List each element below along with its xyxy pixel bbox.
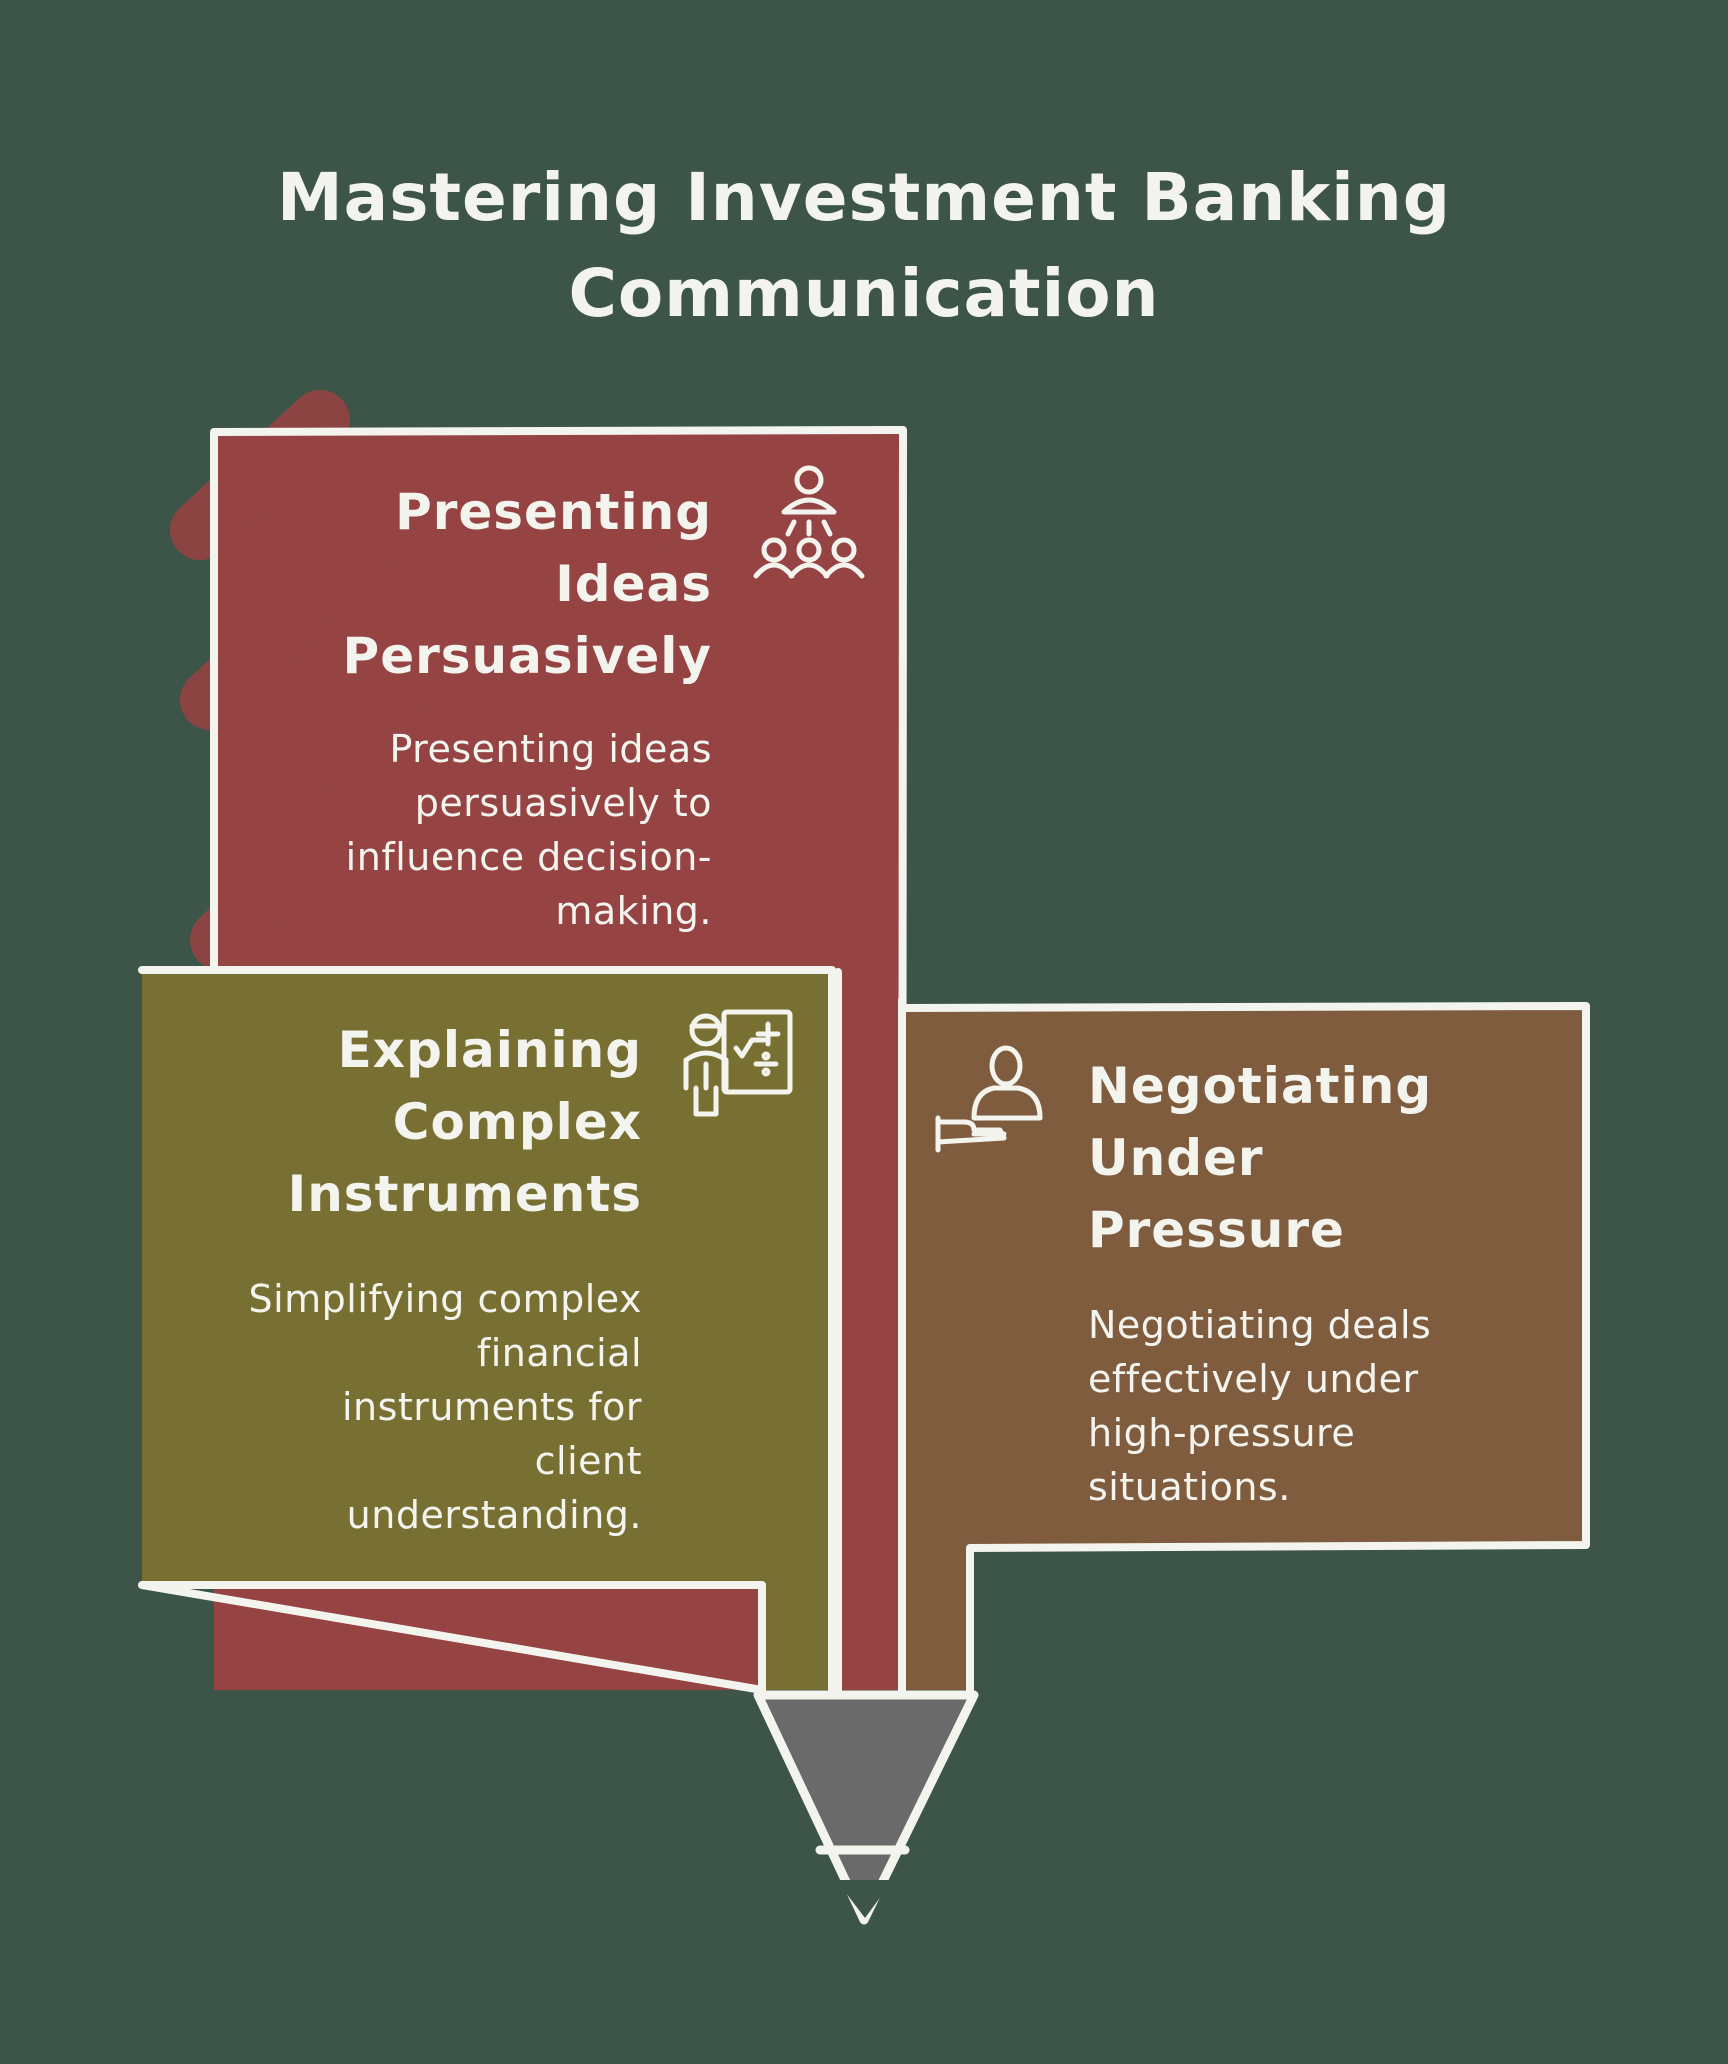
section-negotiating-block — [898, 1002, 1590, 1694]
section-presenting-description: Presenting ideas persuasively to influen… — [260, 722, 712, 938]
title-line-1: Mastering Investment Banking — [277, 159, 1451, 236]
section-explaining-heading: Explaining Complex Instruments — [190, 1014, 642, 1230]
heading-line: Under — [1088, 1129, 1264, 1187]
section-negotiating-heading: Negotiating Under Pressure — [1088, 1050, 1568, 1266]
description-line: understanding. — [346, 1493, 642, 1537]
description-line: high-pressure — [1088, 1411, 1356, 1455]
section-negotiating-description: Negotiating deals effectively under high… — [1088, 1298, 1568, 1514]
description-line: influence decision- — [345, 835, 712, 879]
hand-offering-person-icon — [935, 1045, 1043, 1153]
description-line: Negotiating deals — [1088, 1303, 1432, 1347]
teacher-whiteboard-icon — [683, 1009, 793, 1117]
description-line: Simplifying complex — [248, 1277, 642, 1321]
section-presenting-heading: Presenting Ideas Persuasively — [260, 476, 712, 692]
section-explaining-description: Simplifying complex financial instrument… — [190, 1272, 642, 1542]
description-line: situations. — [1088, 1465, 1291, 1509]
description-line: financial — [476, 1331, 642, 1375]
heading-line: Negotiating — [1088, 1057, 1433, 1115]
heading-line: Instruments — [287, 1165, 642, 1223]
heading-line: Pressure — [1088, 1201, 1345, 1259]
page-title: Mastering Investment Banking Communicati… — [0, 150, 1728, 342]
description-line: instruments for — [341, 1385, 642, 1429]
description-line: making. — [555, 889, 712, 933]
description-line: Presenting ideas — [389, 727, 712, 771]
heading-line: Complex — [392, 1093, 642, 1151]
presenter-audience-icon — [753, 465, 865, 579]
description-line: persuasively to — [414, 781, 712, 825]
pencil-tip — [753, 1690, 979, 1925]
title-line-2: Communication — [568, 255, 1160, 332]
heading-line: Explaining — [337, 1021, 642, 1079]
heading-line: Ideas — [555, 555, 712, 613]
heading-line: Presenting — [395, 483, 712, 541]
description-line: client — [534, 1439, 642, 1483]
heading-line: Persuasively — [342, 627, 712, 685]
description-line: effectively under — [1088, 1357, 1419, 1401]
section-explaining-block — [138, 966, 836, 1694]
